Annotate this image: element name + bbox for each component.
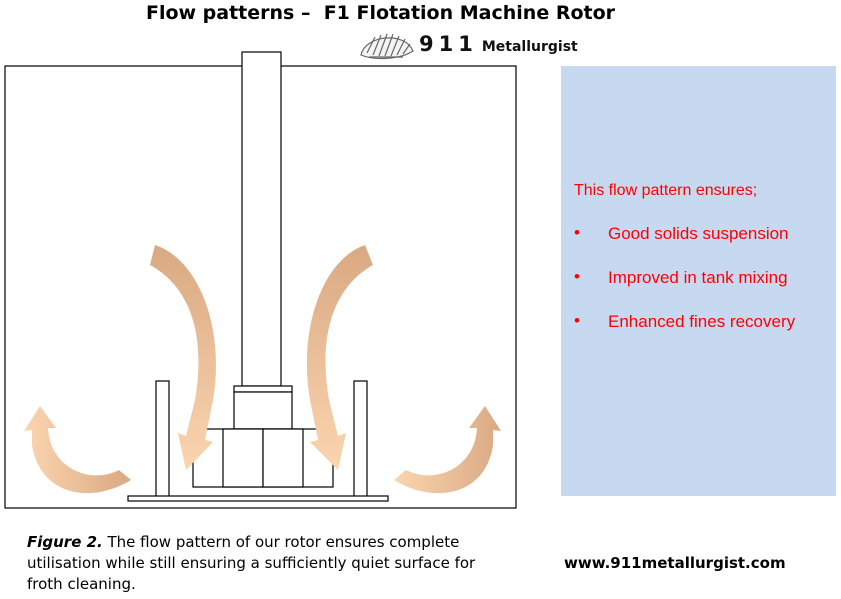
shaft-collar bbox=[233, 385, 293, 393]
logo-word: Metallurgist bbox=[481, 39, 578, 55]
benefit-text: Improved in tank mixing bbox=[608, 268, 788, 287]
benefits-heading: This flow pattern ensures; bbox=[574, 182, 758, 199]
rotor-hub bbox=[233, 391, 293, 430]
diagram-title: Flow patterns – F1 Flotation Machine Rot… bbox=[145, 2, 616, 24]
caption-label: Figure 2. bbox=[27, 533, 103, 551]
figure-caption: Figure 2. The flow pattern of our rotor … bbox=[27, 532, 497, 595]
benefits-panel: This flow pattern ensures; • Good solids… bbox=[561, 66, 836, 496]
rotor-blade bbox=[222, 428, 264, 488]
rotor-shaft bbox=[241, 51, 282, 387]
caption-text: The flow pattern of our rotor ensures co… bbox=[27, 533, 476, 593]
flow-arrow-right-up bbox=[394, 406, 501, 494]
rotor-blade bbox=[262, 428, 304, 488]
bullet-icon: • bbox=[574, 223, 580, 242]
flow-diagram bbox=[4, 51, 517, 509]
flow-arrow-left-down bbox=[150, 245, 216, 470]
flow-arrow-right-down bbox=[306, 245, 373, 470]
base-plate bbox=[127, 495, 389, 502]
bullet-icon: • bbox=[574, 267, 580, 286]
stator-post-right bbox=[353, 380, 368, 499]
logo-number: 911 bbox=[419, 32, 478, 56]
bullet-icon: • bbox=[574, 311, 580, 330]
website-url: www.911metallurgist.com bbox=[564, 554, 786, 572]
shell-icon bbox=[360, 33, 414, 60]
benefit-text: Enhanced fines recovery bbox=[608, 312, 796, 331]
benefit-text: Good solids suspension bbox=[608, 224, 789, 243]
stator-post-left bbox=[155, 380, 170, 499]
flow-arrow-left-up bbox=[24, 406, 131, 494]
